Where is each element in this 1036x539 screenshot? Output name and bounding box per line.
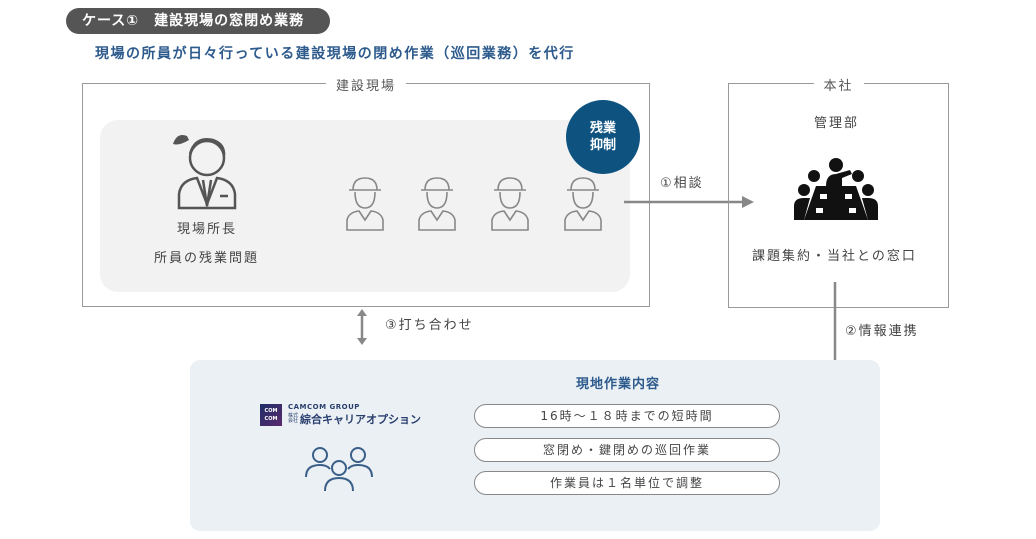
meeting-label: ③打ち合わせ	[385, 318, 474, 333]
consult-arrow	[624, 196, 754, 208]
site-manager-icon	[173, 135, 237, 210]
worker-icon	[564, 177, 602, 231]
subtitle: 現場の所員が日々行っている建設現場の閉め作業（巡回業務）を代行	[95, 46, 575, 62]
worker-icon	[346, 177, 384, 231]
dept-label: 管理部	[814, 116, 860, 131]
team-icon	[305, 447, 373, 492]
site-label: 建設現場	[325, 75, 407, 94]
corp-label: 株式会社	[288, 413, 299, 424]
manager-label: 現場所長	[177, 222, 238, 237]
info-label: ②情報連携	[845, 324, 919, 339]
work-item: 16時〜１８時までの短時間	[474, 404, 780, 428]
work-title: 現地作業内容	[576, 377, 661, 392]
construction-site-box: 建設現場	[82, 75, 650, 307]
problem-label: 所員の残業問題	[154, 251, 260, 266]
meeting-double-arrow	[357, 309, 367, 345]
role-label: 課題集約・当社との窓口	[752, 249, 917, 264]
group-name: CAMCOM GROUP	[288, 403, 360, 411]
worker-icon	[418, 177, 456, 231]
worker-icon	[491, 177, 529, 231]
camcom-logo-mark: COM COM	[260, 404, 282, 426]
overtime-suppression-badge: 残業 抑制	[566, 100, 640, 174]
workers-icons	[346, 177, 602, 231]
meeting-icon	[794, 158, 878, 220]
consult-label: ①相談	[660, 176, 704, 191]
case-badge: ケース① 建設現場の窓閉め業務	[66, 8, 330, 34]
work-item: 作業員は１名単位で調整	[474, 471, 780, 495]
headquarters-box: 本社	[728, 75, 949, 308]
work-item: 窓閉め・鍵閉めの巡回作業	[474, 438, 780, 462]
hq-label: 本社	[813, 75, 864, 94]
site-inner-panel	[100, 120, 630, 292]
company-name: 綜合キャリアオプション	[300, 413, 421, 426]
